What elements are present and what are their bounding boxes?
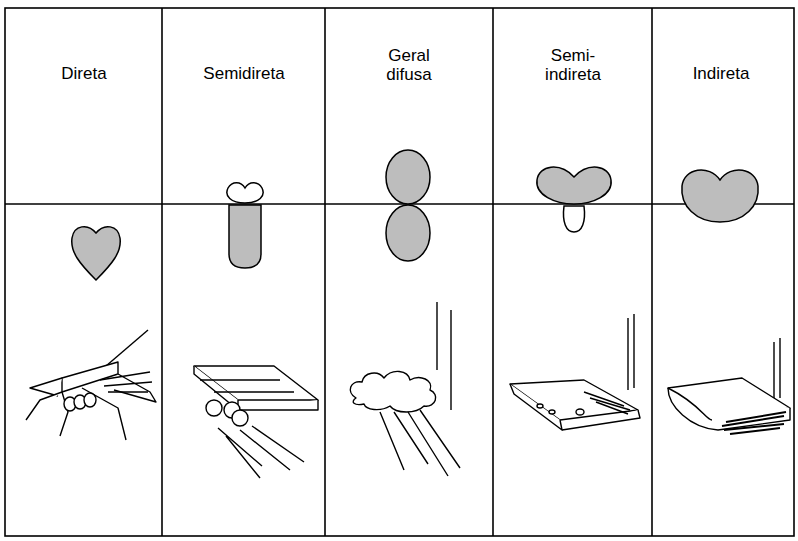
column-heading: Semidireta — [169, 64, 319, 83]
semiindirect-down-curve — [563, 206, 584, 232]
column-divider — [161, 8, 163, 536]
direct-luminaire — [26, 330, 156, 440]
column-heading: Indireta — [656, 64, 786, 83]
column-heading: Geral difusa — [369, 46, 449, 84]
column-divider — [324, 8, 326, 536]
semidirect-down-curve — [229, 205, 261, 268]
indirect-curve — [682, 170, 758, 222]
luminaires — [26, 302, 790, 478]
diffuse-luminaire — [350, 302, 460, 476]
indirect-luminaire — [668, 338, 790, 434]
column-heading: Direta — [9, 64, 159, 83]
column-divider — [651, 8, 653, 536]
distribution-curves — [72, 150, 758, 280]
table-grid — [5, 8, 794, 536]
semidirect-luminaire — [194, 366, 318, 478]
semiindirect-luminaire — [510, 314, 640, 430]
direct-curve — [72, 227, 121, 280]
diffuse-up-curve — [386, 150, 430, 204]
table-frame — [5, 8, 794, 536]
semidirect-up-curve — [227, 183, 263, 203]
semiindirect-up-curve — [537, 167, 611, 204]
diffuse-down-curve — [386, 205, 430, 261]
row-divider — [5, 203, 794, 205]
column-heading: Semi- indireta — [533, 46, 613, 84]
column-divider — [492, 8, 494, 536]
